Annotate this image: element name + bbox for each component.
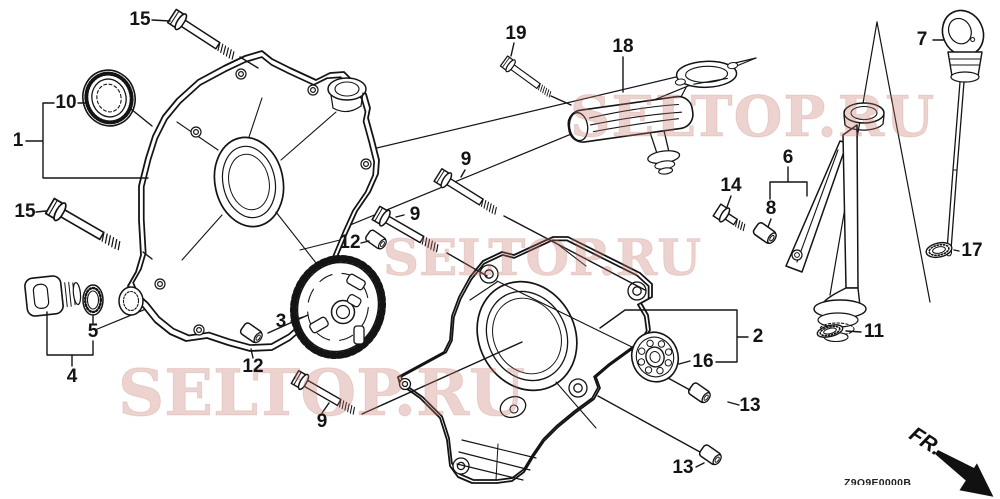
filler-neck bbox=[843, 102, 885, 131]
fr-direction-arrow-icon bbox=[935, 449, 978, 484]
bolt-9b bbox=[370, 204, 444, 258]
callout-5: 5 bbox=[87, 321, 99, 342]
callout-2: 2 bbox=[752, 326, 764, 347]
callout-8: 8 bbox=[765, 198, 777, 219]
callout-10: 10 bbox=[55, 92, 77, 113]
oil-seal bbox=[82, 69, 136, 127]
callout-18: 18 bbox=[612, 36, 634, 57]
callout-9: 9 bbox=[316, 411, 328, 432]
callout-15: 15 bbox=[14, 201, 36, 222]
callout-9: 9 bbox=[460, 149, 472, 170]
callout-17: 17 bbox=[961, 240, 983, 261]
oil-filler-extension bbox=[567, 60, 739, 175]
callout-13: 13 bbox=[672, 457, 694, 478]
bolt-19 bbox=[499, 54, 556, 102]
bolt-15a bbox=[166, 7, 240, 65]
dipstick bbox=[941, 9, 985, 257]
callout-13: 13 bbox=[739, 395, 761, 416]
callout-1: 1 bbox=[12, 130, 24, 151]
callout-11: 11 bbox=[863, 321, 885, 342]
fr-direction-arrowhead-icon bbox=[959, 463, 994, 497]
callout-14: 14 bbox=[720, 175, 742, 196]
oil-filler-tube bbox=[785, 102, 885, 343]
bolt-15b bbox=[44, 196, 126, 256]
ball-bearing bbox=[630, 331, 680, 383]
callout-3: 3 bbox=[275, 311, 287, 332]
leader-lines bbox=[25, 19, 960, 468]
sealing-washer-11 bbox=[816, 324, 844, 338]
dowel-pin-13a bbox=[686, 380, 714, 406]
callout-12: 12 bbox=[339, 232, 361, 253]
collar-8 bbox=[751, 220, 780, 247]
drain-plug bbox=[24, 275, 82, 317]
governor-gear bbox=[289, 254, 387, 360]
callout-19: 19 bbox=[505, 23, 527, 44]
callout-7: 7 bbox=[916, 29, 928, 50]
callout-6: 6 bbox=[782, 147, 794, 168]
cover-plate bbox=[397, 236, 653, 484]
callout-12: 12 bbox=[242, 356, 264, 377]
callout-4: 4 bbox=[66, 366, 78, 387]
bolt-14 bbox=[711, 202, 750, 236]
bolt-9a bbox=[432, 167, 502, 220]
callout-15: 15 bbox=[129, 9, 151, 30]
dowel-pin-12a bbox=[363, 228, 389, 252]
diagram-part-code: Z9Q9E0000B bbox=[844, 477, 912, 485]
callout-16: 16 bbox=[692, 351, 714, 372]
drain-hole bbox=[118, 286, 144, 316]
callout-9: 9 bbox=[409, 204, 421, 225]
drain-plug-washer bbox=[82, 284, 104, 316]
sealing-washer-17 bbox=[925, 241, 953, 259]
fr-direction: FR. bbox=[905, 422, 994, 497]
